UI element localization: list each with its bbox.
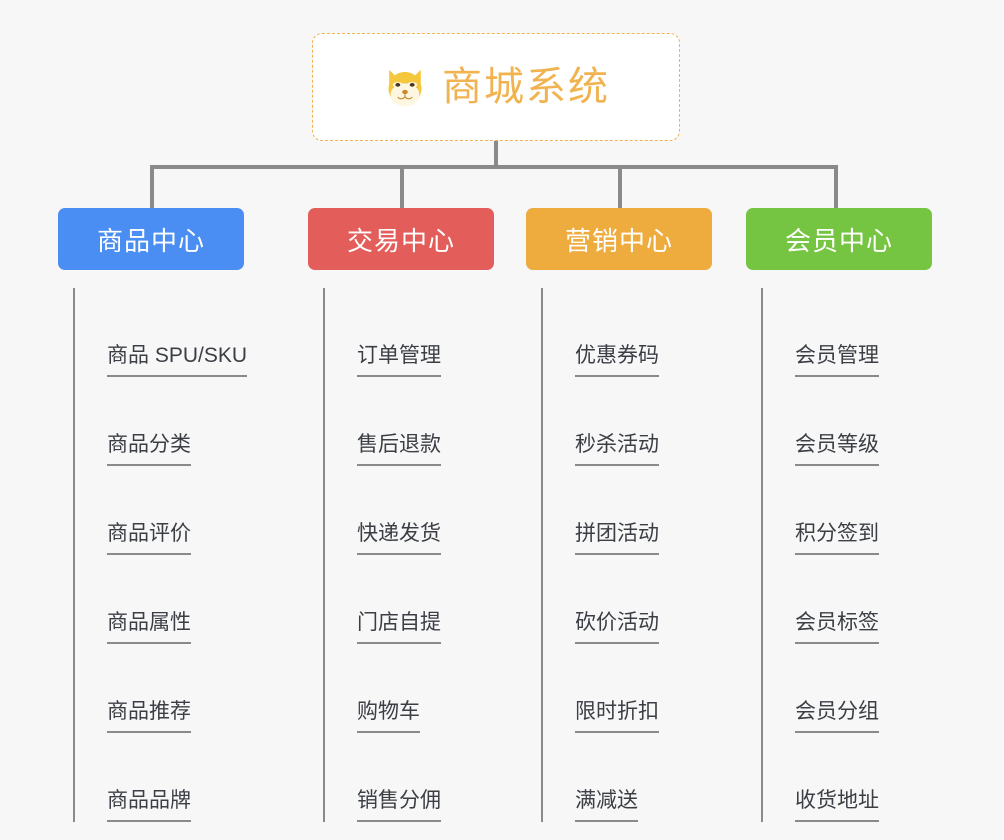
root-node[interactable]: 商城系统: [312, 33, 680, 141]
leaf-label: 会员管理: [795, 343, 879, 377]
leaf-item[interactable]: 会员分组: [763, 644, 932, 733]
leaf-label: 满减送: [575, 788, 638, 822]
leaf-item[interactable]: 快递发货: [325, 466, 494, 555]
leaf-label: 商品推荐: [107, 699, 191, 733]
leaf-item[interactable]: 积分签到: [763, 466, 932, 555]
shiba-dog-face-icon: [388, 69, 422, 107]
leaf-item[interactable]: 商品推荐: [75, 644, 244, 733]
leaf-label: 收货地址: [795, 788, 879, 822]
leaf-item[interactable]: 会员管理: [763, 288, 932, 377]
connector-drop-2: [400, 165, 404, 210]
leaf-label: 购物车: [357, 699, 420, 733]
leaf-item[interactable]: 商品属性: [75, 555, 244, 644]
leaf-label: 会员等级: [795, 432, 879, 466]
branch-会员中心: 会员中心 会员管理 会员等级 积分签到 会员标签 会员分组 收货地址: [746, 208, 932, 838]
leaf-label: 订单管理: [357, 343, 441, 377]
leaf-item[interactable]: 限时折扣: [543, 644, 712, 733]
leaf-item[interactable]: 购物车: [325, 644, 494, 733]
leaf-label: 门店自提: [357, 610, 441, 644]
branch-商品中心: 商品中心 商品 SPU/SKU 商品分类 商品评价 商品属性 商品推荐 商品品牌: [58, 208, 248, 838]
leaf-item[interactable]: 优惠券码: [543, 288, 712, 377]
leaf-label: 会员标签: [795, 610, 879, 644]
leaf-label: 销售分佣: [357, 788, 441, 822]
branch-header-2[interactable]: 交易中心: [308, 208, 494, 270]
leaf-item[interactable]: 收货地址: [763, 733, 932, 822]
leaf-label: 限时折扣: [575, 699, 659, 733]
leaf-list-3: 优惠券码 秒杀活动 拼团活动 砍价活动 限时折扣 满减送: [541, 288, 712, 822]
branch-交易中心: 交易中心 订单管理 售后退款 快递发货 门店自提 购物车 销售分佣: [308, 208, 494, 838]
leaf-label: 拼团活动: [575, 521, 659, 555]
leaf-item[interactable]: 商品分类: [75, 377, 244, 466]
branch-header-4[interactable]: 会员中心: [746, 208, 932, 270]
leaf-label: 商品属性: [107, 610, 191, 644]
leaf-label: 商品评价: [107, 521, 191, 555]
leaf-item[interactable]: 订单管理: [325, 288, 494, 377]
leaf-list-2: 订单管理 售后退款 快递发货 门店自提 购物车 销售分佣: [323, 288, 494, 822]
branch-header-1[interactable]: 商品中心: [58, 208, 244, 270]
connector-drop-1: [150, 165, 154, 210]
leaf-item[interactable]: 商品品牌: [75, 733, 244, 822]
leaf-label: 商品品牌: [107, 788, 191, 822]
leaf-label: 商品 SPU/SKU: [107, 343, 248, 377]
connector-horizontal-bus: [150, 165, 838, 169]
leaf-list-4: 会员管理 会员等级 积分签到 会员标签 会员分组 收货地址: [761, 288, 932, 822]
connector-root-stem: [494, 141, 498, 168]
leaf-label: 商品分类: [107, 432, 191, 466]
leaf-item[interactable]: 砍价活动: [543, 555, 712, 644]
leaf-item[interactable]: 门店自提: [325, 555, 494, 644]
connector-drop-3: [618, 165, 622, 210]
leaf-item[interactable]: 商品 SPU/SKU: [75, 288, 248, 377]
branch-header-3[interactable]: 营销中心: [526, 208, 712, 270]
leaf-item[interactable]: 满减送: [543, 733, 712, 822]
leaf-item[interactable]: 销售分佣: [325, 733, 494, 822]
leaf-item[interactable]: 商品评价: [75, 466, 244, 555]
connector-drop-4: [834, 165, 838, 210]
leaf-label: 砍价活动: [575, 610, 659, 644]
leaf-label: 秒杀活动: [575, 432, 659, 466]
leaf-item[interactable]: 会员标签: [763, 555, 932, 644]
leaf-item[interactable]: 会员等级: [763, 377, 932, 466]
leaf-item[interactable]: 售后退款: [325, 377, 494, 466]
leaf-label: 快递发货: [357, 521, 441, 555]
leaf-label: 售后退款: [357, 432, 441, 466]
leaf-label: 优惠券码: [575, 343, 659, 377]
leaf-label: 积分签到: [795, 521, 879, 555]
leaf-item[interactable]: 拼团活动: [543, 466, 712, 555]
leaf-item[interactable]: 秒杀活动: [543, 377, 712, 466]
root-title: 商城系统: [442, 65, 610, 109]
branch-营销中心: 营销中心 优惠券码 秒杀活动 拼团活动 砍价活动 限时折扣 满减送: [526, 208, 712, 838]
leaf-label: 会员分组: [795, 699, 879, 733]
leaf-list-1: 商品 SPU/SKU 商品分类 商品评价 商品属性 商品推荐 商品品牌: [73, 288, 248, 822]
